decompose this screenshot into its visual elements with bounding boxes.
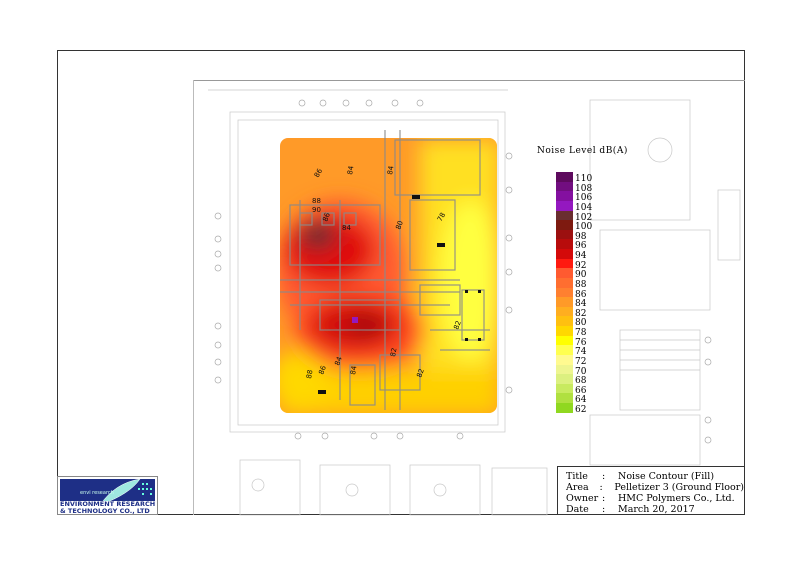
contour-label: 80 (394, 220, 405, 231)
area-row: Area:Pelletizer 3 (Ground Floor) (566, 482, 744, 493)
legend-label-86: 86 (575, 289, 587, 300)
background-cad-linework (208, 89, 741, 516)
legend-label-92: 92 (575, 260, 587, 271)
legend-label-78: 78 (575, 328, 587, 338)
legend-band-70 (556, 364, 573, 375)
contour-label: 84 (346, 165, 356, 176)
legend-label-110: 110 (575, 174, 593, 184)
legend-label-80: 80 (575, 318, 587, 329)
logo-company-name: ENVIRONMENT RESEARCH & TECHNOLOGY CO., L… (60, 500, 156, 515)
sheet-line (193, 80, 194, 515)
legend-band-78 (556, 326, 573, 336)
contour-label: 90 (312, 206, 321, 214)
legend-label-70: 70 (575, 366, 587, 377)
sheet-line (193, 80, 745, 81)
equipment-markers (318, 195, 481, 394)
grid-bubbles (214, 99, 712, 444)
legend-band-106 (556, 191, 573, 201)
owner-row: Owner:HMC Polymers Co., Ltd. (566, 493, 735, 504)
legend-band-96 (556, 239, 573, 249)
date-value: March 20, 2017 (618, 504, 695, 515)
legend-band-88 (556, 277, 573, 288)
legend-band-72 (556, 354, 573, 365)
contour-label: 86 (313, 167, 325, 179)
contour-label: 82 (415, 368, 426, 379)
leaf-icon (102, 479, 152, 501)
owner-value: HMC Polymers Co., Ltd. (618, 493, 735, 504)
legend-label-82: 82 (575, 308, 587, 319)
legend-band-82 (556, 306, 573, 317)
area-value: Pelletizer 3 (Ground Floor) (614, 482, 744, 493)
legend-title: Noise Level dB(A) (537, 146, 628, 156)
legend-label-88: 88 (575, 279, 587, 290)
contour-label: 86 (321, 211, 332, 223)
legend-color-bar (556, 172, 573, 413)
legend-label-76: 76 (575, 337, 587, 348)
legend-band-62 (556, 403, 573, 413)
legend-band-80 (556, 316, 573, 326)
legend-label-68: 68 (575, 376, 587, 387)
drawing-frame (57, 50, 745, 515)
legend-label-94: 94 (575, 251, 587, 261)
title-value: Noise Contour (Fill) (618, 471, 715, 482)
legend-band-84 (556, 297, 573, 307)
legend-band-66 (556, 383, 573, 394)
contour-label: 82 (452, 320, 463, 331)
company-logo: envi research ENVIRONMENT RESEARCH & TEC… (57, 476, 158, 515)
contour-label: 88 (312, 197, 321, 205)
legend-label-74: 74 (575, 347, 587, 358)
contour-label: 86 (317, 364, 328, 376)
legend-label-66: 66 (575, 385, 587, 396)
legend-label-72: 72 (575, 356, 587, 367)
legend-band-86 (556, 287, 573, 298)
legend-label-84: 84 (575, 299, 587, 310)
legend-label-64: 64 (575, 395, 587, 406)
legend-label-100: 100 (575, 222, 593, 233)
contour-label: 78 (436, 211, 447, 223)
legend-label-90: 90 (575, 270, 587, 281)
contour-label: 88 (305, 369, 314, 379)
legend-band-64 (556, 393, 573, 403)
legend-band-74 (556, 345, 573, 355)
legend-band-108 (556, 181, 573, 192)
legend-band-76 (556, 335, 573, 346)
legend-label-96: 96 (575, 241, 587, 252)
legend-label-62: 62 (575, 405, 587, 415)
title-row: Title:Noise Contour (Fill) (566, 471, 715, 482)
legend-band-102 (556, 210, 573, 221)
contour-label: 82 (389, 347, 398, 357)
legend-band-98 (556, 229, 573, 240)
legend-label-102: 102 (575, 212, 593, 223)
contour-label: 84 (349, 365, 359, 376)
logo-tagline: envi research (80, 490, 114, 496)
legend-band-100 (556, 220, 573, 230)
equipment-overlay (280, 130, 490, 410)
legend-label-98: 98 (575, 231, 587, 242)
title-block: Title:Noise Contour (Fill) Area:Pelletiz… (557, 466, 745, 515)
legend-band-110 (556, 172, 573, 182)
legend-band-90 (556, 268, 573, 278)
legend-label-104: 104 (575, 202, 593, 213)
legend-label-106: 106 (575, 193, 593, 204)
legend-band-92 (556, 258, 573, 269)
date-row: Date:March 20, 2017 (566, 504, 695, 515)
legend-label-108: 108 (575, 183, 593, 194)
legend-band-104 (556, 200, 573, 211)
contour-label: 84 (386, 165, 396, 176)
legend-band-94 (556, 249, 573, 259)
logo-band: envi research (60, 479, 155, 501)
legend-band-68 (556, 374, 573, 384)
contour-label: 84 (333, 355, 344, 367)
contour-label: 84 (342, 224, 351, 232)
